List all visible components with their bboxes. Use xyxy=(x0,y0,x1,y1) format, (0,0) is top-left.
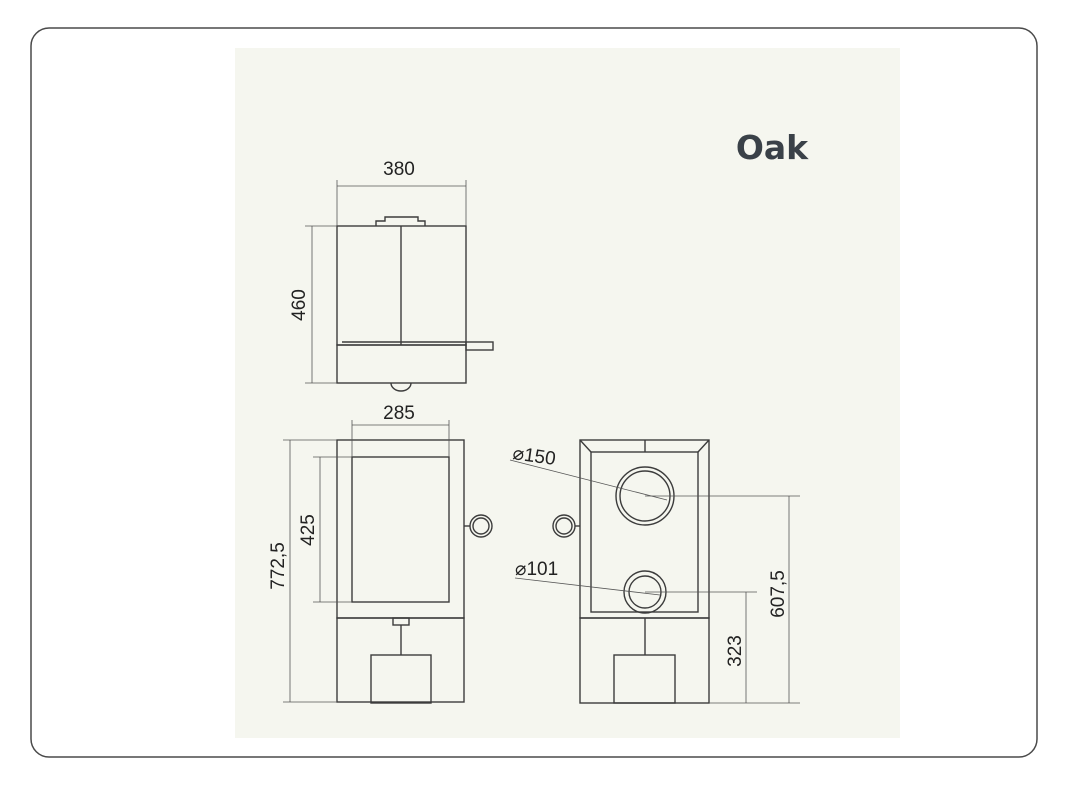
dim-air-inlet-diameter: ⌀101 xyxy=(515,559,558,580)
product-title: Oak xyxy=(736,128,809,167)
front-view xyxy=(283,420,493,704)
dim-air-inlet-height: 323 xyxy=(725,635,746,667)
dim-flue-height: 607,5 xyxy=(768,570,789,618)
dim-top-depth: 460 xyxy=(289,289,310,321)
dim-top-width: 380 xyxy=(383,159,415,180)
dim-total-height: 772,5 xyxy=(268,542,289,590)
dim-glass-height: 425 xyxy=(298,514,319,546)
dim-glass-width: 285 xyxy=(383,403,415,424)
back-view xyxy=(509,439,800,704)
top-view xyxy=(305,180,494,392)
